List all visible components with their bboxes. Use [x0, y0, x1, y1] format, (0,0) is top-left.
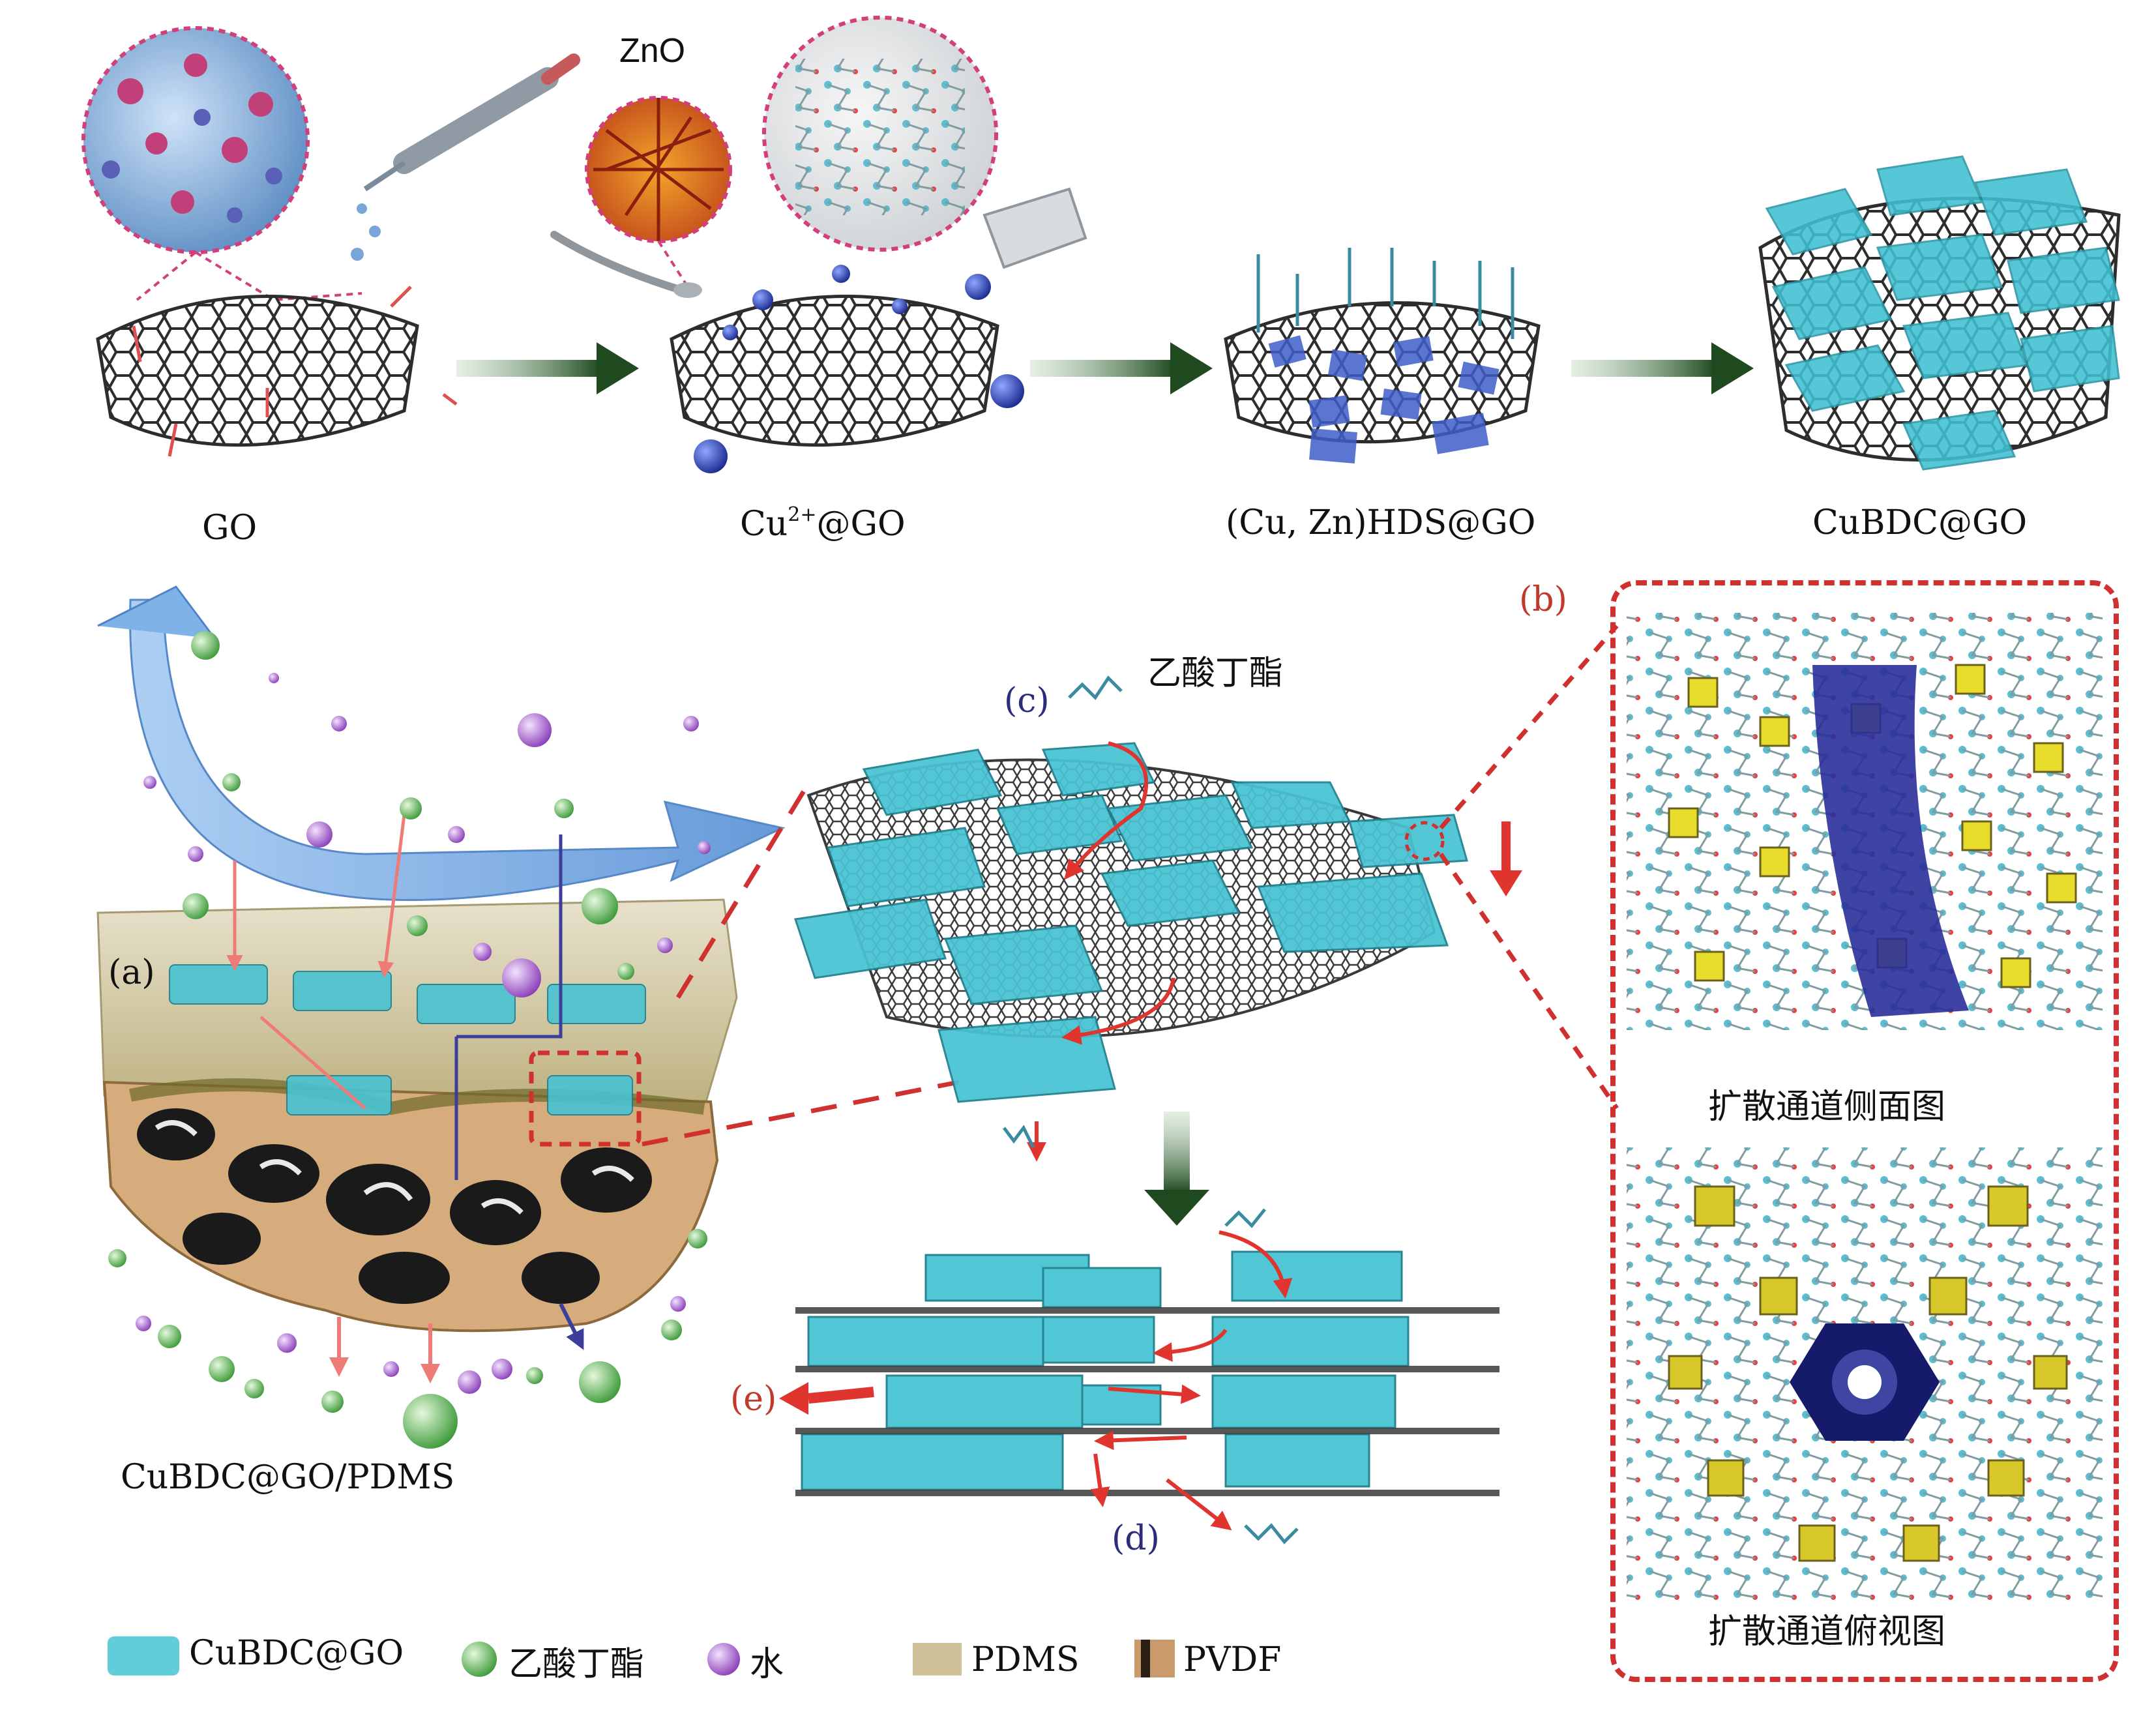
process-arrow-3: [1571, 342, 1754, 394]
go-solution-bubble: [83, 28, 308, 252]
stage-label-go: GO: [202, 509, 257, 548]
stage-label-hds-go: (Cu, Zn)HDS@GO: [1226, 503, 1535, 542]
legend-label-pdms: PDMS: [971, 1640, 1080, 1679]
pipette-icon: [351, 60, 574, 261]
butyl-acetate-label: 乙酸丁酯: [1147, 645, 1283, 694]
spatula-icon: [554, 235, 702, 298]
stack-arrow: [1144, 1112, 1209, 1226]
panel-d-tag: (d): [1112, 1519, 1160, 1558]
panel-e-tag: (e): [730, 1380, 776, 1419]
membrane-name: CuBDC@GO/PDMS: [121, 1458, 454, 1497]
process-arrow-2: [1030, 342, 1213, 394]
bdc-ligand-bubble: [764, 18, 996, 250]
legend-label-water: 水: [750, 1636, 784, 1685]
legend-label-pvdf: PVDF: [1183, 1640, 1281, 1679]
panel-b-tag: (b): [1519, 580, 1567, 619]
go-sheet: [98, 287, 456, 456]
stage-label-cu-go-sup: 2+: [788, 503, 816, 526]
panel-c-tag: (c): [1004, 681, 1050, 720]
stacked-laminate-d: [779, 1209, 1499, 1542]
pvdf-support: [104, 1082, 717, 1331]
stage-label-cubdc-go: CuBDC@GO: [1812, 503, 2027, 542]
beaker-icon: [984, 189, 1085, 267]
legend-label-cubdc-go: CuBDC@GO: [189, 1634, 404, 1673]
panel-b-frame: [1610, 580, 2119, 1682]
zno-bubble: [587, 98, 730, 241]
cu-go-sheet: [672, 265, 1024, 473]
zoomed-laminate-c: [795, 626, 1617, 1154]
process-arrow-1: [456, 342, 639, 394]
top-view-caption: 扩散通道俯视图: [1708, 1604, 1945, 1653]
legend-label-butyl-acetate: 乙酸丁酯: [509, 1636, 644, 1685]
panel-a-tag: (a): [108, 953, 155, 992]
zno-label: ZnO: [619, 31, 685, 70]
cubdc-go-stack: [1760, 156, 2119, 469]
hds-go-sheet: [1226, 248, 1539, 464]
stage-label-cu-go-rest: @GO: [817, 505, 906, 544]
side-view-caption: 扩散通道侧面图: [1708, 1079, 1945, 1128]
stage-label-cu-go-base: Cu: [740, 505, 788, 544]
stage-label-cu-go: Cu2+@GO: [740, 503, 906, 544]
